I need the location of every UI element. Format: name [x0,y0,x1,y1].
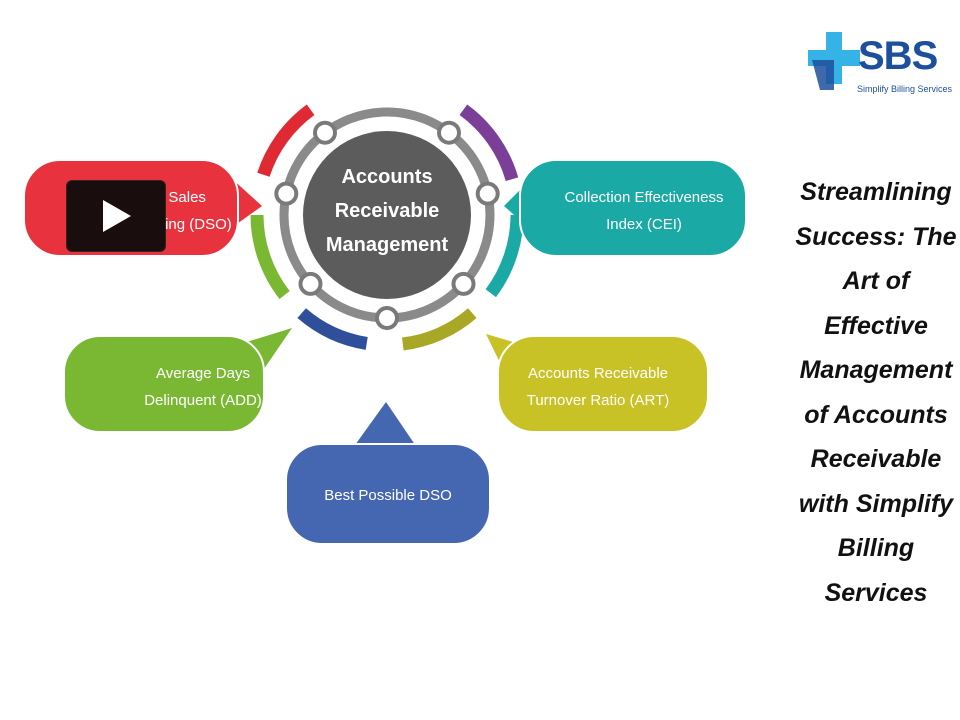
arc-red [257,104,315,177]
center-circle [303,131,471,299]
arc-purple [459,104,519,182]
best-label: Best Possible DSO [324,487,452,504]
best-pointer [350,402,420,452]
ring-node-5 [451,271,476,296]
arc-olive [401,308,477,351]
ring-node-3 [475,181,500,206]
art-bubble [497,335,709,433]
center-label: Management [326,234,449,256]
center-label: Accounts [341,166,432,188]
logo-subtitle: Simplify Billing Services [857,84,953,94]
video-play-button[interactable] [66,180,166,252]
add-bubble [63,335,265,433]
cei-bubble [519,159,747,257]
ring-node-4 [298,271,323,296]
cei-label: Index (CEI) [606,216,682,233]
side-title: Streamlining Success: The Art of Effecti… [795,178,957,607]
ring-node-2 [274,181,299,206]
add-label: Delinquent (ADD) [144,392,262,409]
ring-node-0 [313,120,337,145]
ring-node-6 [375,306,399,330]
logo-text: SBS [858,34,938,78]
arc-green [250,214,290,300]
center-label: Receivable [335,200,440,222]
cei-label: Collection Effectiveness [565,189,724,206]
best-bubble [285,443,491,545]
arc-teal [485,214,524,298]
art-label: Turnover Ratio (ART) [527,392,670,409]
ring-node-1 [437,120,461,145]
play-icon [103,200,131,232]
art-label: Accounts Receivable [528,365,668,382]
medical-cross-icon [808,32,860,90]
sbs-logo [808,30,948,102]
arc-blue [297,308,368,350]
add-label: Average Days [156,365,250,382]
